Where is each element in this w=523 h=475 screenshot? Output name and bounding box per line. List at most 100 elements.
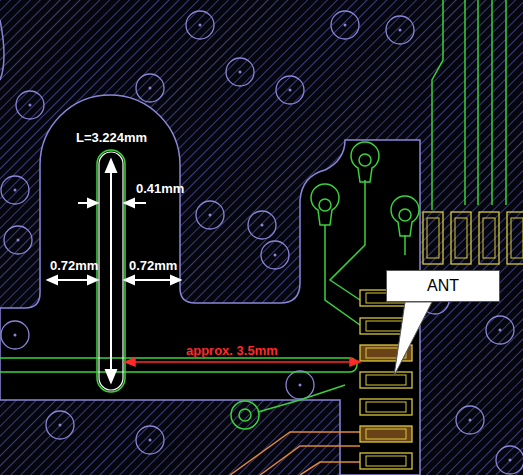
via-ring	[261, 241, 289, 269]
via-ring	[46, 411, 74, 439]
via-ring	[331, 11, 359, 39]
via-ring	[248, 211, 276, 239]
via-ring	[386, 16, 414, 44]
pad-inner	[511, 218, 523, 258]
via-dot	[399, 29, 402, 32]
via-dot	[14, 189, 17, 192]
keepout-region	[0, 95, 420, 475]
pad-inner	[366, 375, 406, 385]
via-dot	[289, 89, 292, 92]
via-hole	[319, 199, 331, 211]
via-hole	[239, 409, 251, 421]
smd-pad	[360, 372, 412, 388]
pad-group	[360, 212, 523, 469]
dimension-label: 0.72mm	[50, 258, 98, 273]
trace	[464, 0, 466, 205]
arrowhead	[88, 199, 97, 207]
trace	[300, 462, 360, 475]
slot-outline	[97, 150, 125, 392]
via-ring	[1, 321, 29, 349]
via-ring	[456, 406, 484, 434]
smd-pad	[423, 212, 443, 264]
dimension-label: 0.41mm	[136, 181, 184, 196]
arrowhead	[125, 358, 135, 366]
dimension-label: L=3.224mm	[76, 130, 147, 145]
dimension-line	[131, 279, 172, 281]
via-group	[1, 11, 523, 474]
callout-pointer	[394, 302, 432, 376]
via-dot	[209, 214, 212, 217]
smd-pad	[360, 453, 412, 469]
via-dot	[509, 459, 512, 462]
via-hole	[359, 154, 371, 166]
smd-pad	[360, 399, 412, 415]
pad-inner	[366, 456, 406, 466]
via-dot	[59, 424, 62, 427]
arrowhead	[171, 276, 180, 284]
via-ring	[276, 76, 304, 104]
arrowhead	[48, 276, 57, 284]
via-dot	[261, 224, 264, 227]
trace	[330, 180, 365, 300]
pad-inner	[427, 218, 439, 258]
via-dot	[149, 87, 152, 90]
via-ring	[226, 58, 254, 86]
trace	[258, 385, 345, 412]
arrowhead	[88, 276, 97, 284]
smd-pad	[360, 426, 412, 442]
arrowhead	[125, 199, 134, 207]
trace	[404, 235, 406, 255]
smd-pad	[479, 212, 499, 264]
via-dot	[199, 24, 202, 27]
smd-pad	[507, 212, 523, 264]
via-ring	[486, 316, 514, 344]
via-dot	[274, 254, 277, 257]
via-ring	[136, 74, 164, 102]
via-hole	[399, 209, 411, 221]
arrowhead	[106, 370, 116, 382]
slot-outline	[99, 152, 123, 390]
via-dot	[14, 334, 17, 337]
dimension-line	[56, 279, 91, 281]
arrowhead	[106, 160, 116, 172]
via-dot	[469, 419, 472, 422]
trace	[260, 446, 360, 475]
trace	[491, 0, 493, 205]
arrowhead	[350, 358, 360, 366]
smd-pad	[451, 212, 471, 264]
arrowhead	[125, 276, 134, 284]
callout-box: ANT	[386, 270, 500, 302]
trace	[325, 225, 360, 325]
via-dot	[344, 24, 347, 27]
trace	[230, 432, 360, 475]
pad-inner	[366, 321, 406, 331]
trace	[432, 0, 443, 210]
via-ring	[4, 226, 32, 254]
trace	[505, 0, 507, 205]
via-ring	[496, 446, 523, 474]
via-pad	[231, 401, 259, 429]
pad-inner	[455, 218, 467, 258]
via-dot	[29, 104, 32, 107]
via-pad	[391, 196, 419, 236]
trace-group	[0, 0, 506, 429]
via-dot	[149, 439, 152, 442]
dimension-label: 0.72mm	[129, 258, 177, 273]
via-ring	[136, 426, 164, 454]
pad-inner	[483, 218, 495, 258]
via-pad	[351, 142, 379, 182]
trace-group	[230, 432, 360, 475]
via-ring	[186, 11, 214, 39]
via-ring	[286, 371, 314, 399]
via-ring	[196, 201, 224, 229]
via-ring	[1, 176, 29, 204]
dimension-label: approx. 3.5mm	[186, 343, 278, 358]
via-dot	[239, 71, 242, 74]
pad-inner	[366, 402, 406, 412]
dimension-arrows	[125, 358, 360, 366]
via-pad	[311, 184, 339, 225]
via-dot	[17, 239, 20, 242]
